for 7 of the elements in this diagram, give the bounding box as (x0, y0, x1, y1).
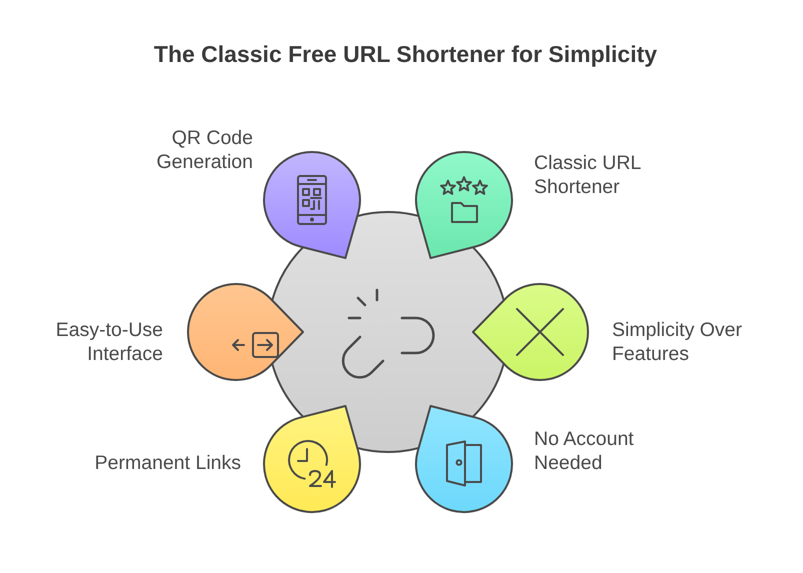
feature-label: Simplicity Over Features (612, 318, 744, 366)
title: The Classic Free URL Shortener for Simplicity (154, 41, 658, 67)
feature-label: QR Code Generation (156, 126, 253, 174)
feature-label: Classic URL Shortener (534, 151, 642, 199)
feature-label: Easy-to-Use Interface (54, 318, 163, 366)
feature-label: No Account Needed (534, 426, 635, 475)
feature-label: Permanent Links (94, 450, 241, 475)
